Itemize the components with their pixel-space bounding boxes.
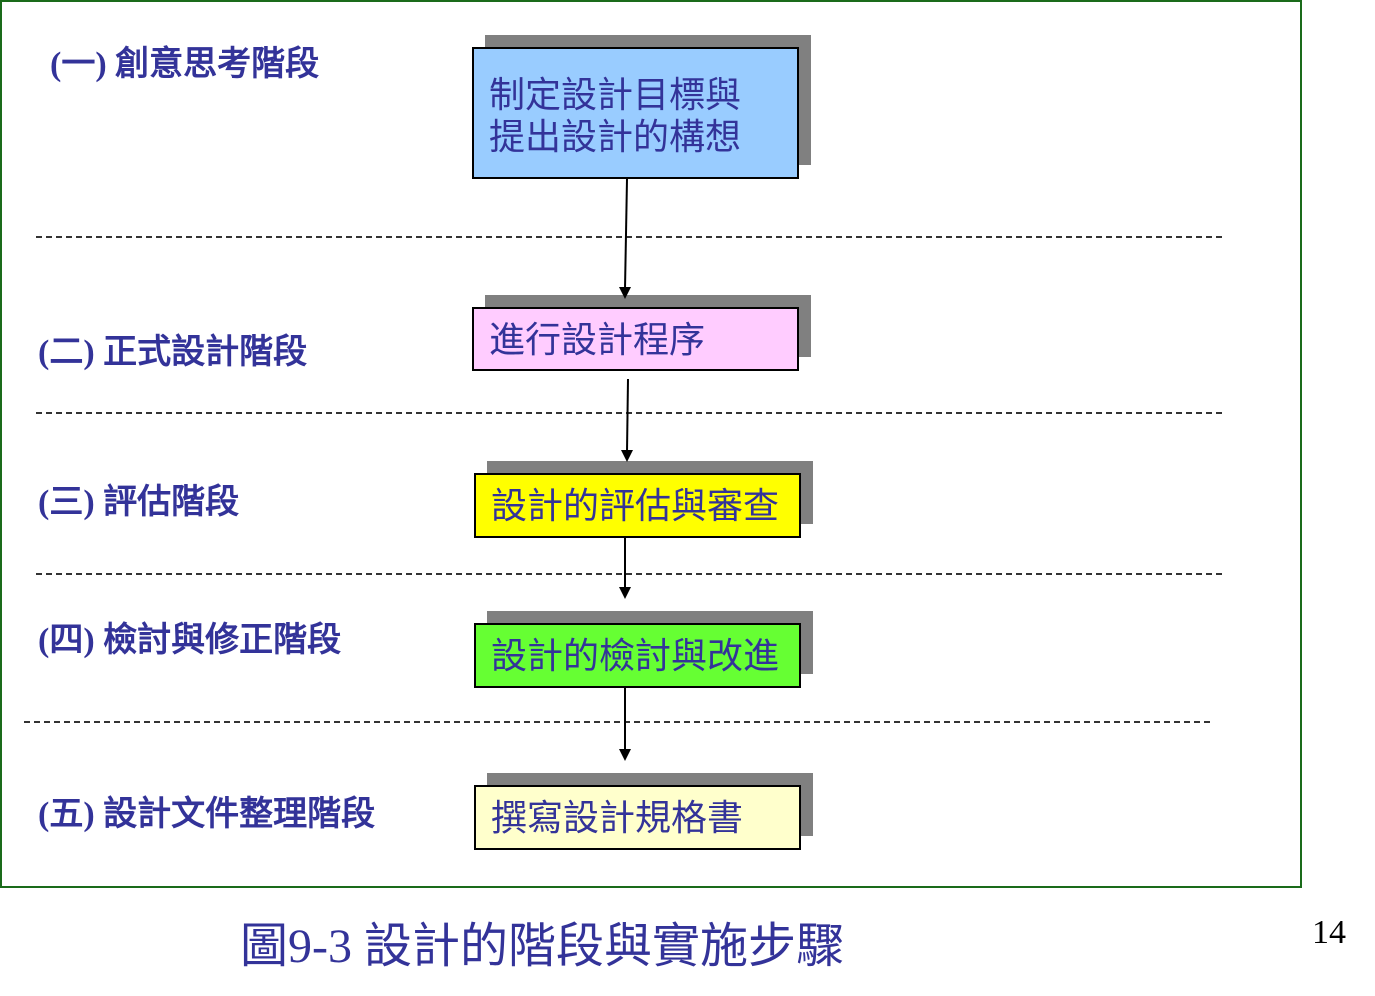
process-box-3: 設計的評估與審查: [474, 473, 801, 538]
flow-arrow-1: [624, 178, 628, 290]
stage-divider: [36, 236, 1222, 238]
stage-label-5: (五) 設計文件整理階段: [38, 796, 376, 833]
process-box-2: 進行設計程序: [472, 307, 799, 371]
flow-arrow-4-head: [619, 749, 631, 761]
diagram-frame: [0, 0, 1302, 888]
page-number: 14: [1312, 914, 1346, 951]
process-box-5: 撰寫設計規格書: [474, 785, 801, 850]
stage-label-2: (二) 正式設計階段: [38, 334, 308, 371]
stage-divider: [36, 412, 1222, 414]
process-box-1-line-1: 制定設計目標與: [489, 75, 742, 115]
process-box-4-text: 設計的檢討與改進: [491, 636, 780, 676]
figure-caption: 圖9-3 設計的階段與實施步驟: [240, 920, 844, 973]
flow-arrow-2-head: [621, 450, 633, 462]
process-box-1: 制定設計目標與 提出設計的構想: [472, 47, 799, 179]
process-box-3-text: 設計的評估與審查: [491, 486, 780, 526]
process-box-4: 設計的檢討與改進: [474, 623, 801, 688]
stage-label-3: (三) 評估階段: [38, 484, 240, 521]
process-box-1-line-2: 提出設計的構想: [489, 117, 742, 157]
flow-arrow-3-head: [619, 587, 631, 599]
process-box-2-text: 進行設計程序: [489, 320, 706, 360]
flow-arrow-2: [626, 378, 629, 453]
flow-arrow-1-head: [619, 287, 631, 299]
stage-label-4: (四) 檢討與修正階段: [38, 622, 342, 659]
process-box-5-text: 撰寫設計規格書: [491, 798, 744, 838]
stage-divider: [24, 721, 1210, 723]
stage-label-1: (一) 創意思考階段: [50, 46, 320, 83]
stage-divider: [36, 573, 1222, 575]
